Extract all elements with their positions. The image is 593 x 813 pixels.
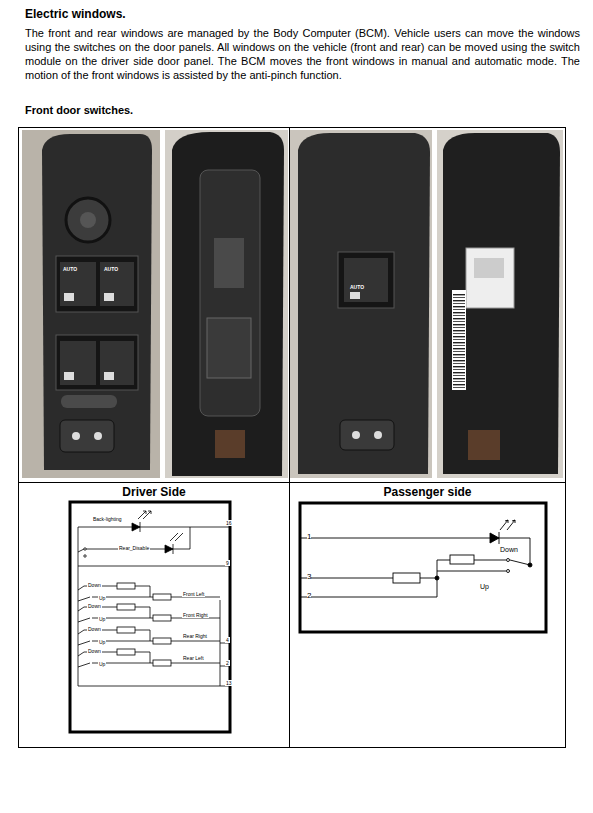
signal-label: 2: [307, 591, 311, 600]
table-cell: Driver Side: [18, 482, 290, 748]
signal-label: Front Left: [182, 591, 205, 597]
button-marking: AUTO: [63, 266, 77, 272]
page-title: Electric windows.: [25, 7, 126, 21]
signal-label: Up: [480, 582, 489, 591]
signal-label: Front Right: [182, 612, 209, 618]
signal-label: 1: [307, 532, 311, 541]
signal-label: Up: [98, 661, 106, 667]
passenger-switch-photo: [290, 130, 432, 478]
signal-label: 4: [225, 637, 230, 643]
signal-label: Up: [98, 639, 106, 645]
signal-label: Down: [87, 648, 102, 654]
driver-schematic: [70, 502, 230, 732]
signal-label: 9: [225, 560, 230, 566]
signal-label: Back-lighting: [92, 516, 123, 522]
passenger-schematic: [300, 503, 546, 632]
passenger-switch-back-photo: [437, 130, 563, 478]
signal-label: 13: [225, 680, 233, 686]
signal-label: 2: [225, 660, 230, 666]
table-cell: Passenger side: [289, 482, 566, 748]
signal-label: Up: [98, 595, 106, 601]
cell-heading: Driver Side: [19, 485, 289, 499]
signal-label: 16: [225, 520, 233, 526]
signal-label: Rear_Disable: [118, 545, 150, 551]
signal-label: Up: [98, 616, 106, 622]
driver-switch-photo: [22, 130, 160, 478]
signal-label: Down: [87, 626, 102, 632]
signal-label: Rear Right: [182, 633, 208, 639]
cell-heading: Passenger side: [290, 485, 565, 499]
switch-groups: [78, 583, 220, 667]
button-marking: AUTO: [104, 266, 118, 272]
body-paragraph: The front and rear windows are managed b…: [25, 26, 580, 82]
signal-label: Rear Left: [182, 655, 205, 661]
driver-switch-back-photo: [165, 130, 288, 478]
signal-label: Down: [87, 582, 102, 588]
section-heading: Front door switches.: [25, 104, 133, 116]
signal-label: Down: [87, 603, 102, 609]
button-marking: AUTO: [350, 284, 364, 290]
signal-label: 3: [307, 572, 311, 581]
signal-label: Down: [500, 545, 518, 554]
